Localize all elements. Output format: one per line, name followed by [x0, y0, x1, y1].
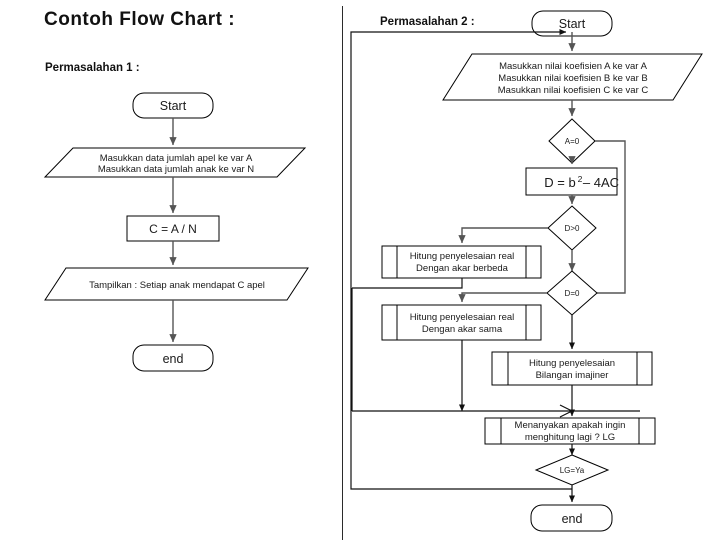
- node-p2-start-label: Start: [559, 17, 586, 31]
- node-p2-again[interactable]: Menanyakan apakah ingin menghitung lagi …: [484, 417, 656, 445]
- node-p1-start[interactable]: Start: [132, 92, 214, 119]
- node-p2-disc-label-base: D = b: [544, 175, 575, 190]
- node-p2-disc[interactable]: D = b 2 – 4AC: [525, 167, 619, 196]
- node-p1-input[interactable]: Masukkan data jumlah apel ke var A Masuk…: [43, 147, 307, 178]
- node-p2-real2[interactable]: Hitung penyelesaian real Dengan akar ber…: [381, 245, 542, 279]
- vertical-divider: [342, 6, 343, 540]
- node-p1-input-line-1: Masukkan data jumlah apel ke var A: [100, 153, 253, 164]
- rail-merge-arrow: [559, 404, 574, 418]
- node-p1-end[interactable]: end: [132, 344, 214, 372]
- node-p2-input[interactable]: Masukkan nilai koefisien A ke var A Masu…: [442, 53, 703, 101]
- edge-p2-deq0-to-real1: [458, 292, 547, 303]
- node-p2-imaj-line-2: Bilangan imajiner: [536, 370, 609, 381]
- node-p2-input-line-1: Masukkan nilai koefisien A ke var A: [499, 61, 648, 72]
- node-p1-input-line-2: Masukkan data jumlah anak ke var N: [98, 164, 254, 175]
- node-p2-again-line-1: Menanyakan apakah ingin: [515, 420, 626, 431]
- page-title: Contoh Flow Chart :: [44, 9, 236, 30]
- section-label-permasalahan-1: Permasalahan 1 :: [45, 62, 140, 74]
- edge-p2-real2-exit: [352, 278, 463, 289]
- node-p2-deq0-label: D=0: [565, 289, 580, 298]
- node-p2-end-label: end: [562, 512, 583, 526]
- edge-p2-a0-right-branch: [595, 140, 626, 294]
- node-p2-real1-line-2: Dengan akar sama: [422, 324, 503, 335]
- node-p2-again-line-2: menghitung lagi ? LG: [525, 432, 615, 443]
- node-p1-proc-label: C = A / N: [149, 222, 197, 236]
- node-p2-lg-label: LG=Ya: [560, 466, 585, 475]
- node-p2-dgt0-label: D>0: [565, 224, 580, 233]
- node-p2-end[interactable]: end: [530, 504, 613, 532]
- section-label-permasalahan-2: Permasalahan 2 :: [380, 16, 475, 28]
- node-p1-proc[interactable]: C = A / N: [126, 215, 220, 242]
- node-p1-output-line-1: Tampilkan : Setiap anak mendapat C apel: [89, 280, 265, 291]
- node-p2-lg[interactable]: LG=Ya: [534, 454, 610, 486]
- node-p2-deq0[interactable]: D=0: [546, 270, 598, 316]
- node-p2-real1-line-1: Hitung penyelesaian real: [410, 312, 515, 323]
- edge-p2-dgt0-to-real2: [458, 227, 548, 244]
- node-p2-real1[interactable]: Hitung penyelesaian real Dengan akar sam…: [381, 304, 542, 341]
- node-p1-end-label: end: [163, 352, 184, 366]
- node-p2-disc-label-exponent: 2: [578, 174, 583, 184]
- node-p2-input-line-3: Masukkan nilai koefisien C ke var C: [498, 85, 649, 96]
- node-p2-a0[interactable]: A=0: [548, 118, 596, 164]
- edge-p2-loop-back: [350, 28, 572, 490]
- node-p2-a0-label: A=0: [565, 137, 580, 146]
- node-p2-start[interactable]: Start: [531, 10, 613, 37]
- node-p2-imaj-line-1: Hitung penyelesaian: [529, 358, 615, 369]
- node-p2-disc-label-tail: – 4AC: [583, 175, 619, 190]
- node-p1-output[interactable]: Tampilkan : Setiap anak mendapat C apel: [44, 267, 309, 301]
- node-p1-start-label: Start: [160, 99, 187, 113]
- node-p2-imaj[interactable]: Hitung penyelesaian Bilangan imajiner: [491, 351, 653, 386]
- node-p2-input-line-2: Masukkan nilai koefisien B ke var B: [498, 73, 647, 84]
- node-p2-real2-line-2: Dengan akar berbeda: [416, 263, 509, 274]
- node-p2-dgt0[interactable]: D>0: [547, 205, 597, 251]
- node-p2-real2-line-1: Hitung penyelesaian real: [410, 251, 515, 262]
